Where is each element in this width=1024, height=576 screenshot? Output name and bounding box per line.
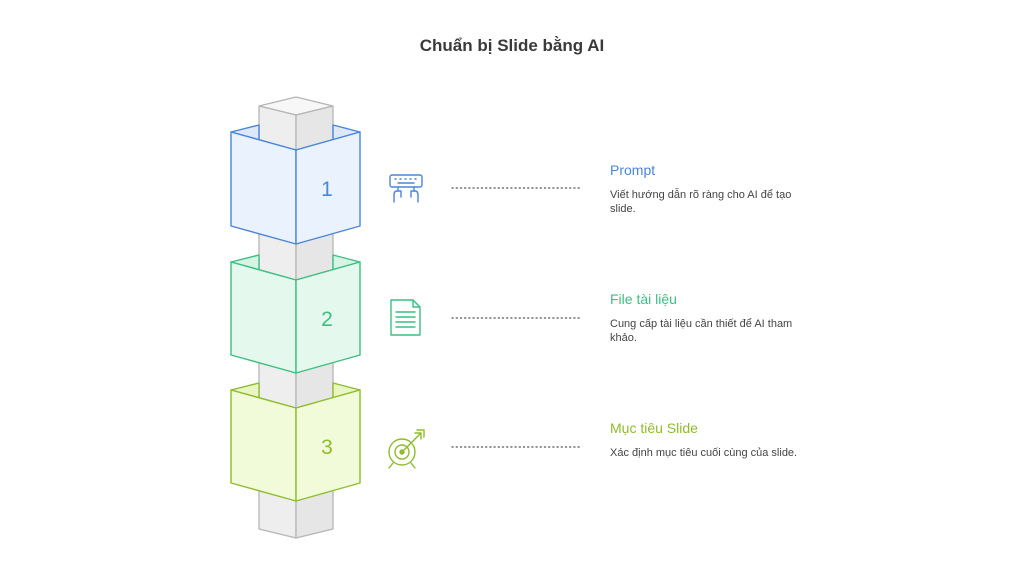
step-2-description: Cung cấp tài liệu cần thiết để AI tham k… [610, 318, 793, 344]
cube-3-number: 3 [321, 436, 333, 459]
cube-1-number: 1 [321, 178, 333, 201]
step-1-description: Viết hướng dẫn rõ ràng cho AI để tạo sli… [610, 189, 792, 215]
cube-1-left-face [230, 131, 297, 245]
cube-2-left-face [230, 261, 297, 374]
step-3-text: Mục tiêu Slide Xác định mục tiêu cuối cù… [610, 420, 800, 460]
step-2-title: File tài liệu [610, 291, 677, 307]
cube-3-left-face [230, 389, 297, 502]
step-1-text: Prompt Viết hướng dẫn rõ ràng cho AI để … [610, 162, 800, 216]
keyboard-icon [389, 174, 423, 203]
cube-1: 1 [230, 124, 361, 245]
cube-3-right-face [295, 389, 361, 502]
cube-2-right-face [295, 261, 361, 374]
step-2-text: File tài liệu Cung cấp tài liệu cần thiế… [610, 291, 800, 345]
step-3-title: Mục tiêu Slide [610, 420, 698, 436]
cube-2: 2 [230, 254, 361, 374]
target-icon [388, 429, 425, 469]
document-icon [390, 299, 421, 336]
step-1-title: Prompt [610, 162, 656, 178]
page-title: Chuẩn bị Slide bằng AI [419, 36, 605, 55]
step-3-description: Xác định mục tiêu cuối cùng của slide. [610, 447, 798, 459]
cube-3: 3 [230, 382, 361, 502]
cube-1-right-face [295, 131, 361, 245]
cube-2-number: 2 [321, 308, 333, 331]
